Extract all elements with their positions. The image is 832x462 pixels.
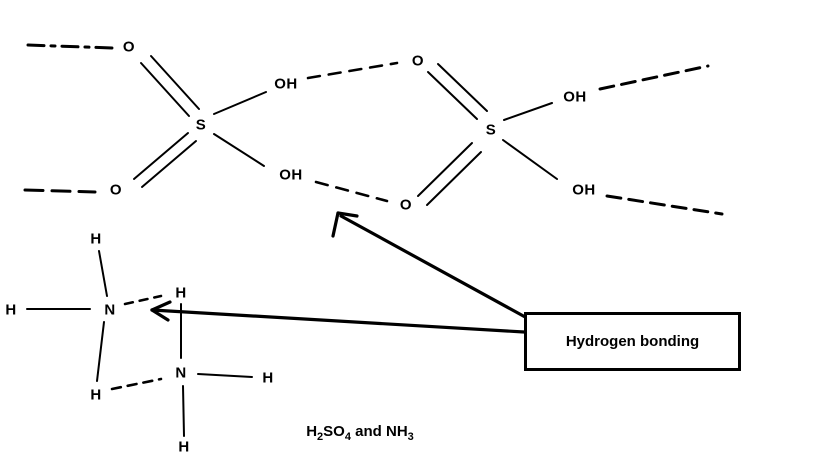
hydrogen-bond-h2left-n2	[110, 377, 163, 391]
atom-label-s2: S	[485, 121, 497, 139]
hydrogen-bond-oh1bottom-o2bottom	[314, 180, 389, 203]
atom-label-h1-top: H	[90, 230, 102, 248]
atom-label-h-shared: H	[175, 284, 187, 302]
caption-h: H	[306, 423, 318, 440]
double-bond-o2top-s2	[427, 63, 488, 120]
bond-s1-oh1bottom	[213, 133, 265, 167]
edge-dash-top-right	[598, 64, 710, 91]
atom-label-h1-left: H	[5, 301, 17, 319]
edge-dash-top-left	[26, 43, 114, 50]
edge-dash-bottom-left	[23, 188, 97, 194]
hydrogen-bonding-label: Hydrogen bonding	[565, 333, 700, 350]
double-bond-o1top-s1	[140, 55, 200, 117]
atom-label-o1-bottom: O	[109, 181, 123, 199]
edge-dash-bottom-right	[605, 194, 724, 216]
atom-label-oh1-top: OH	[274, 75, 298, 93]
arrow-to-oh-o-hydrogen-bond	[331, 211, 529, 320]
atom-label-n2: N	[175, 364, 187, 382]
atom-label-h2-left: H	[90, 386, 102, 404]
double-bond-s1-o1bottom	[133, 132, 197, 188]
arrow-to-ammonia-hydrogen-bond	[150, 300, 526, 334]
caption-so: SO	[323, 423, 345, 440]
atom-label-oh2-top: OH	[563, 88, 587, 106]
caption-sub-4: 4	[344, 431, 351, 443]
atom-label-n1: N	[104, 301, 116, 319]
caption-sub-3: 3	[407, 431, 414, 443]
bond-s1-oh1top	[213, 91, 267, 115]
atom-label-o1-top: O	[122, 38, 136, 56]
atom-label-h2-bottom: H	[178, 438, 190, 456]
bond-n1-h2left	[96, 321, 105, 382]
bond-h1top-n1	[98, 250, 108, 297]
diagram-caption: H2SO4 and NH3	[306, 423, 414, 443]
atom-label-oh1-bottom: OH	[279, 166, 303, 184]
bond-n2-h2bottom	[182, 385, 185, 437]
atom-label-h2-right: H	[262, 369, 274, 387]
atom-label-oh2-bottom: OH	[572, 181, 596, 199]
bond-n2-h2right	[197, 373, 253, 378]
hydrogen-bond-n1-hshared	[123, 294, 163, 306]
bond-s2-oh2bottom	[502, 139, 558, 180]
hydrogen-bonding-callout-box: Hydrogen bonding	[524, 312, 741, 371]
atom-label-o2-bottom: O	[399, 196, 413, 214]
hydrogen-bond-oh1top-o2top	[306, 61, 399, 80]
atom-label-s1: S	[195, 116, 207, 134]
caption-sub-2: 2	[317, 431, 324, 443]
bond-s2-oh2top	[503, 102, 553, 121]
caption-and-nh: and NH	[350, 423, 408, 440]
double-bond-o2bottom-s2	[417, 142, 482, 206]
atom-label-o2-top: O	[411, 52, 425, 70]
